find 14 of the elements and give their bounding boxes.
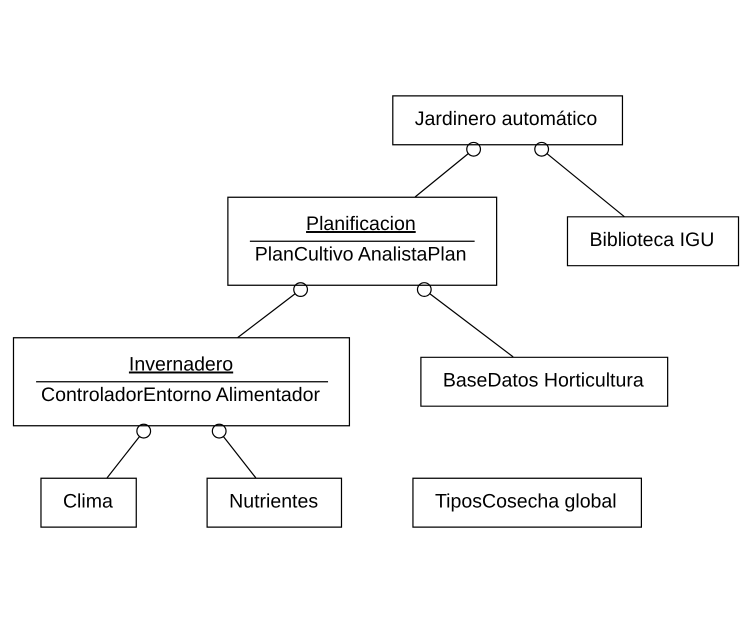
connector	[237, 282, 308, 338]
node-box: TiposCosecha global	[412, 477, 642, 528]
connector	[212, 423, 256, 478]
node-box: Planificacion PlanCultivo AnalistaPlan	[227, 196, 498, 286]
node-box: Invernadero ControladorEntorno Alimentador	[12, 336, 350, 426]
node-box: Biblioteca IGU	[566, 216, 740, 266]
node-box: Jardinero automático	[392, 94, 624, 145]
connector	[416, 282, 514, 357]
node-box: BaseDatos Horticultura	[420, 356, 668, 406]
node-box: Clima	[40, 477, 137, 528]
connector	[414, 141, 482, 197]
node-box: Nutrientes	[206, 477, 342, 528]
connector	[106, 423, 152, 478]
connector	[534, 141, 625, 217]
